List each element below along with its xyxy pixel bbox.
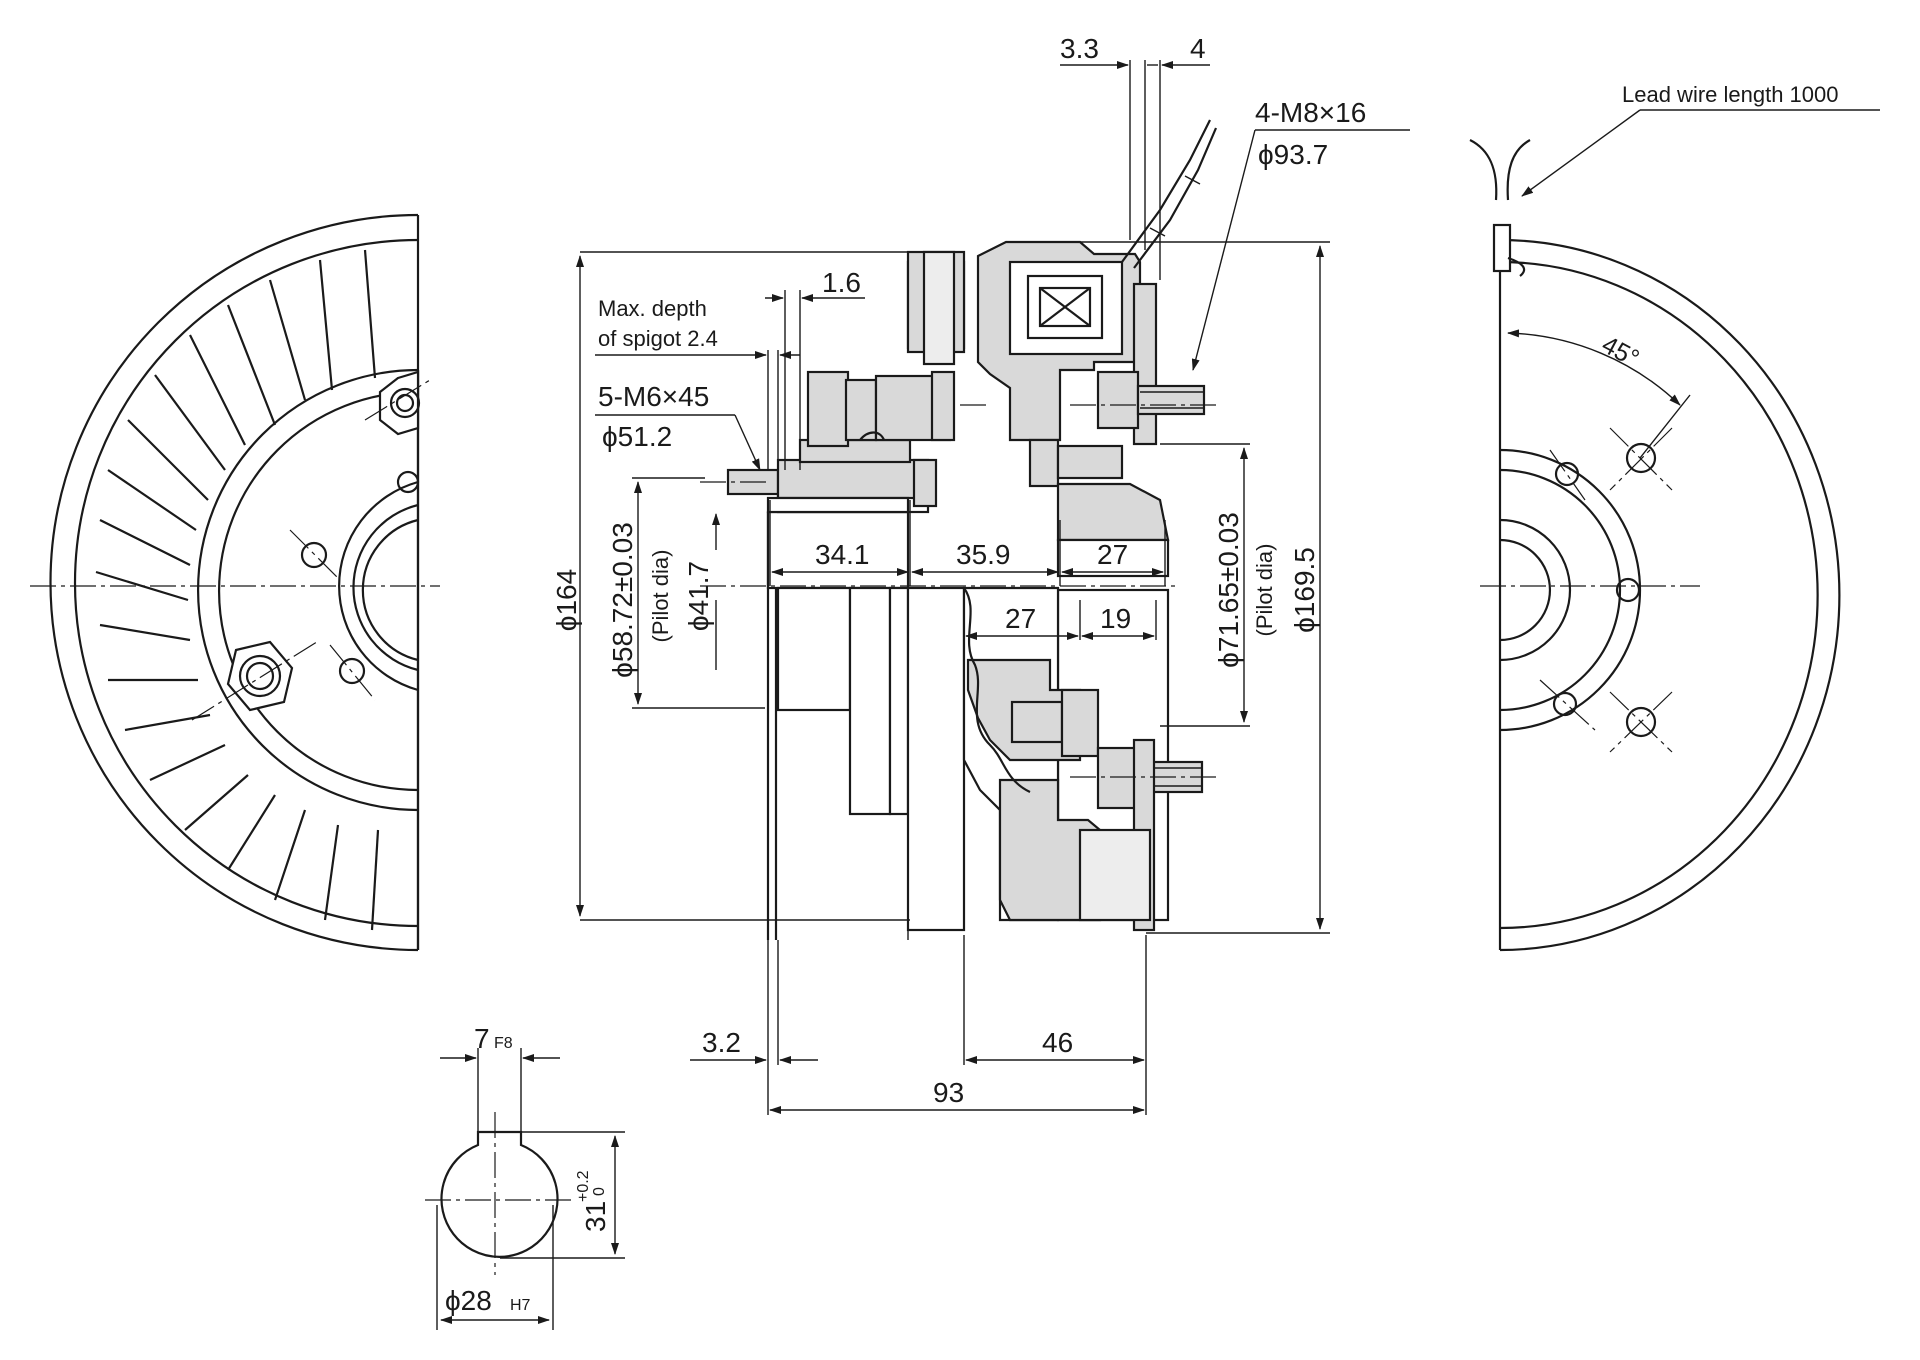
fin-lines — [95, 249, 380, 931]
dim-19: 19 — [1100, 603, 1131, 634]
left-front-view — [30, 213, 440, 952]
pilot-dia-left: (Pilot dia) — [648, 550, 673, 643]
dim-41-7: ϕ41.7 — [683, 561, 714, 631]
dim-31-tol-up: +0.2 — [575, 1170, 592, 1202]
right-front-view — [1469, 139, 1841, 952]
screw-m8-pcd: ϕ93.7 — [1258, 139, 1328, 170]
angle-45: 45° — [1597, 331, 1644, 373]
section-view — [700, 119, 1330, 940]
dim-93: 93 — [933, 1077, 964, 1108]
dim-31-tol-low: 0 — [591, 1187, 608, 1196]
max-depth-line2: of spigot 2.4 — [598, 326, 718, 351]
screw-m6-pcd: ϕ51.2 — [602, 421, 672, 452]
shaft-keyway-detail — [425, 1048, 625, 1330]
screw-m8-label: 4-M8×16 — [1255, 97, 1366, 128]
dim-34-1: 34.1 — [815, 539, 870, 570]
dim-28-tol: H7 — [510, 1297, 531, 1314]
screw-m6-label: 5-M6×45 — [598, 381, 709, 412]
dim-28: ϕ28 — [445, 1285, 492, 1316]
dim-58-72: ϕ58.72±0.03 — [607, 522, 638, 678]
dimension-lines — [576, 60, 1880, 1115]
dim-7-tol: F8 — [494, 1035, 513, 1052]
lead-wire-label: Lead wire length 1000 — [1622, 82, 1839, 107]
dim-3-2: 3.2 — [702, 1027, 741, 1058]
dim-71-65: ϕ71.65±0.03 — [1213, 512, 1244, 668]
dim-1-6: 1.6 — [822, 267, 861, 298]
dim-169-5: ϕ169.5 — [1289, 547, 1320, 633]
dim-35-9: 35.9 — [956, 539, 1011, 570]
dim-4: 4 — [1190, 33, 1206, 64]
labels: 3.3 4 4-M8×16 ϕ93.7 Lead wire length 100… — [445, 33, 1839, 1316]
dim-27-top: 27 — [1097, 539, 1128, 570]
dim-46: 46 — [1042, 1027, 1073, 1058]
dim-3-3: 3.3 — [1060, 33, 1099, 64]
pilot-dia-right: (Pilot dia) — [1252, 544, 1277, 637]
max-depth-line1: Max. depth — [598, 296, 707, 321]
dim-31: 31 — [580, 1201, 611, 1232]
dim-7: 7 — [474, 1023, 490, 1054]
dim-164: ϕ164 — [551, 569, 582, 631]
dim-27-low: 27 — [1005, 603, 1036, 634]
